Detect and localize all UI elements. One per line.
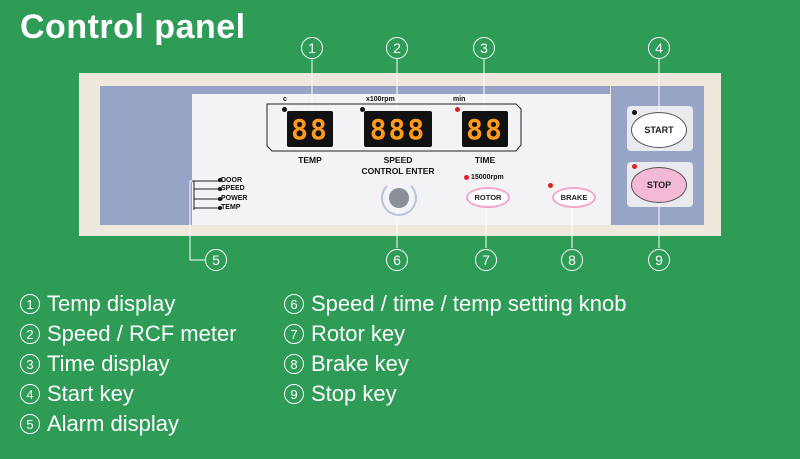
legend-text: Speed / RCF meter (47, 321, 237, 346)
brake-key[interactable]: BRAKE (552, 187, 596, 208)
legend-number: 9 (284, 384, 304, 404)
speed-display: 888 (364, 111, 432, 147)
callout-3: 3 (473, 37, 495, 59)
stop-key[interactable]: STOP (631, 167, 687, 203)
legend-number: 1 (20, 294, 40, 314)
legend-text: Temp display (47, 291, 176, 316)
legend-text: Speed / time / temp setting knob (311, 291, 627, 316)
legend-number: 8 (284, 354, 304, 374)
start-indicator-dot (632, 110, 637, 115)
time-display: 88 (462, 111, 508, 147)
callout-1: 1 (301, 37, 323, 59)
legend-text: Alarm display (47, 411, 180, 436)
speed-unit-label: x100rpm (366, 96, 395, 103)
start-key[interactable]: START (631, 112, 687, 148)
callout-4: 4 (648, 37, 670, 59)
time-indicator-dot (455, 107, 460, 112)
legend-item: 2 Speed / RCF meter (20, 321, 237, 347)
temp-indicator-dot (282, 107, 287, 112)
alarm-door-led (218, 178, 222, 182)
page-title: Control panel (20, 8, 246, 46)
rotor-speed-label: 15000rpm (471, 174, 504, 181)
legend-text: Brake key (311, 351, 409, 376)
stop-indicator-dot (632, 164, 637, 169)
rotor-key[interactable]: ROTOR (466, 187, 510, 208)
alarm-speed-led (218, 187, 222, 191)
callout-9: 9 (648, 249, 670, 271)
callout-8: 8 (561, 249, 583, 271)
speed-label: SPEED (383, 155, 413, 165)
legend-item: 4 Start key (20, 381, 134, 407)
legend-item: 7 Rotor key (284, 321, 405, 347)
callout-6: 6 (386, 249, 408, 271)
time-label: TIME (474, 155, 496, 165)
legend-number: 7 (284, 324, 304, 344)
speed-indicator-dot (360, 107, 365, 112)
legend-item: 8 Brake key (284, 351, 409, 377)
callout-2: 2 (386, 37, 408, 59)
legend-item: 1 Temp display (20, 291, 175, 317)
time-unit-label: min (453, 96, 466, 103)
legend-item: 9 Stop key (284, 381, 397, 407)
legend-number: 2 (20, 324, 40, 344)
temp-unit-label: c (283, 96, 287, 103)
setting-knob-ring (381, 180, 417, 216)
legend-number: 6 (284, 294, 304, 314)
legend-text: Stop key (311, 381, 397, 406)
alarm-speed: SPEED (221, 185, 245, 192)
legend-number: 4 (20, 384, 40, 404)
rotor-indicator-dot (464, 175, 469, 180)
temp-label: TEMP (298, 155, 322, 165)
legend-number: 3 (20, 354, 40, 374)
alarm-power-led (218, 197, 222, 201)
alarm-temp: TEMP (221, 204, 241, 211)
setting-knob[interactable] (389, 188, 409, 208)
alarm-temp-led (218, 206, 222, 210)
callout-5: 5 (205, 249, 227, 271)
legend-item: 3 Time display (20, 351, 170, 377)
control-enter-label: CONTROL ENTER (361, 166, 435, 176)
legend-text: Time display (47, 351, 170, 376)
callout-7: 7 (475, 249, 497, 271)
brake-indicator-dot (548, 183, 553, 188)
legend-item: 5 Alarm display (20, 411, 179, 437)
alarm-power: POWER (221, 195, 248, 202)
temp-display: 88 (287, 111, 333, 147)
legend-number: 5 (20, 414, 40, 434)
legend-text: Rotor key (311, 321, 406, 346)
legend-text: Start key (47, 381, 134, 406)
alarm-door: DOOR (221, 177, 242, 184)
legend-item: 6 Speed / time / temp setting knob (284, 291, 627, 317)
